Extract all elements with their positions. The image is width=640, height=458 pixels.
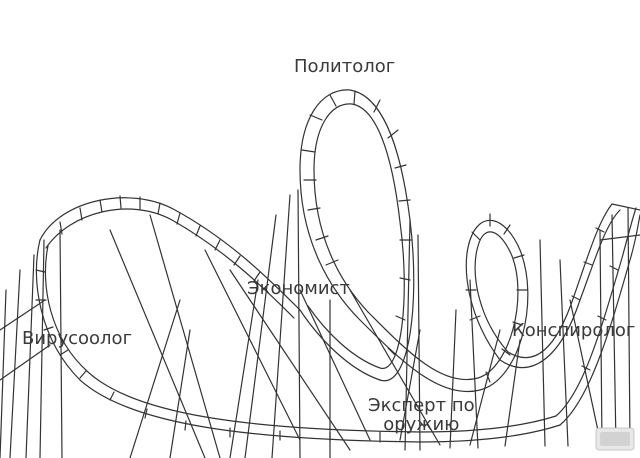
label-conspirologist: Конспиролог bbox=[512, 320, 636, 341]
left-curve-track bbox=[35, 197, 561, 443]
label-arms-expert-line2: оружию bbox=[383, 413, 460, 435]
label-virologist: Вирусоолог bbox=[22, 328, 133, 349]
label-politologist: Политолог bbox=[294, 56, 396, 77]
label-arms-expert-line1: Эксперт по bbox=[368, 395, 475, 416]
center-loop-track bbox=[299, 89, 415, 382]
site-watermark bbox=[595, 427, 635, 451]
right-loop-track bbox=[359, 219, 529, 393]
label-arms-expert: Эксперт по оружию bbox=[368, 395, 475, 435]
label-economist: Экономист bbox=[247, 278, 350, 299]
track-ties bbox=[35, 90, 619, 443]
right-climb-track bbox=[499, 203, 640, 426]
